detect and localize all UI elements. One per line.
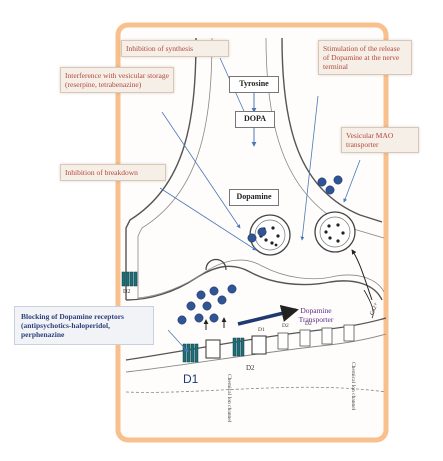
tyrosine-box: Tyrosine (229, 76, 279, 93)
vesicle-left (249, 214, 291, 256)
label-dopamine-transporter: Dopamine Transporter (298, 306, 334, 324)
label-blocking-receptors: Blocking of Dopamine receptors (antipsyc… (14, 306, 154, 345)
pointer-release (300, 95, 319, 241)
dopa-box: DOPA (235, 111, 275, 128)
label-d1: D1 (183, 372, 199, 386)
dopamine-box: Dopamine (229, 189, 279, 206)
receptor-d2-left (121, 271, 138, 287)
vesicle-right (314, 211, 356, 253)
label-inhibition-synthesis: Inhibition of synthesis (121, 40, 229, 57)
label-inhibition-breakdown: Inhibition of breakdown (60, 164, 166, 181)
receptor-d1-post (182, 343, 199, 363)
postsynaptic-membrane-bottom (125, 333, 387, 373)
presynaptic-membrane (125, 37, 383, 301)
pointer-mao (343, 159, 361, 203)
receptor-d2-post (232, 337, 245, 357)
vesicle-right-contents (324, 223, 345, 243)
label-d2-b: D2 (305, 321, 312, 327)
pointer-storage (161, 111, 241, 229)
presynaptic-membrane-inner (137, 37, 385, 299)
pointer-blocking (167, 329, 189, 353)
label-d1-small: D1 (258, 327, 265, 333)
pointer-breakdown (159, 187, 257, 251)
label-d2-left: D2 (123, 289, 131, 295)
label-vesicular-mao: Vesicular MAO transporter (341, 127, 419, 153)
label-d2-a: D2 (282, 323, 289, 329)
calcium-arrow (351, 249, 373, 301)
postsynaptic-membrane-top (125, 317, 387, 361)
postsynaptic-lower-curve (125, 386, 387, 393)
label-d2-bottom: D2 (246, 364, 255, 372)
fusing-vesicle (205, 258, 227, 271)
transporter-arrow (237, 304, 299, 326)
ion-channel-left (205, 339, 221, 359)
label-ion-channel-1: Chemical Ion channel (226, 374, 232, 423)
presynaptic-membrane-right (281, 37, 383, 223)
dopamine-molecules (177, 175, 343, 325)
label-ion-channel-2: Chemical Ion channel (350, 362, 356, 411)
label-stimulation-release: Stimulation of the release of Dopamine a… (318, 40, 412, 75)
ion-channel-mid (251, 335, 267, 355)
label-interference-storage: Interference with vesicular storage (res… (60, 67, 174, 93)
